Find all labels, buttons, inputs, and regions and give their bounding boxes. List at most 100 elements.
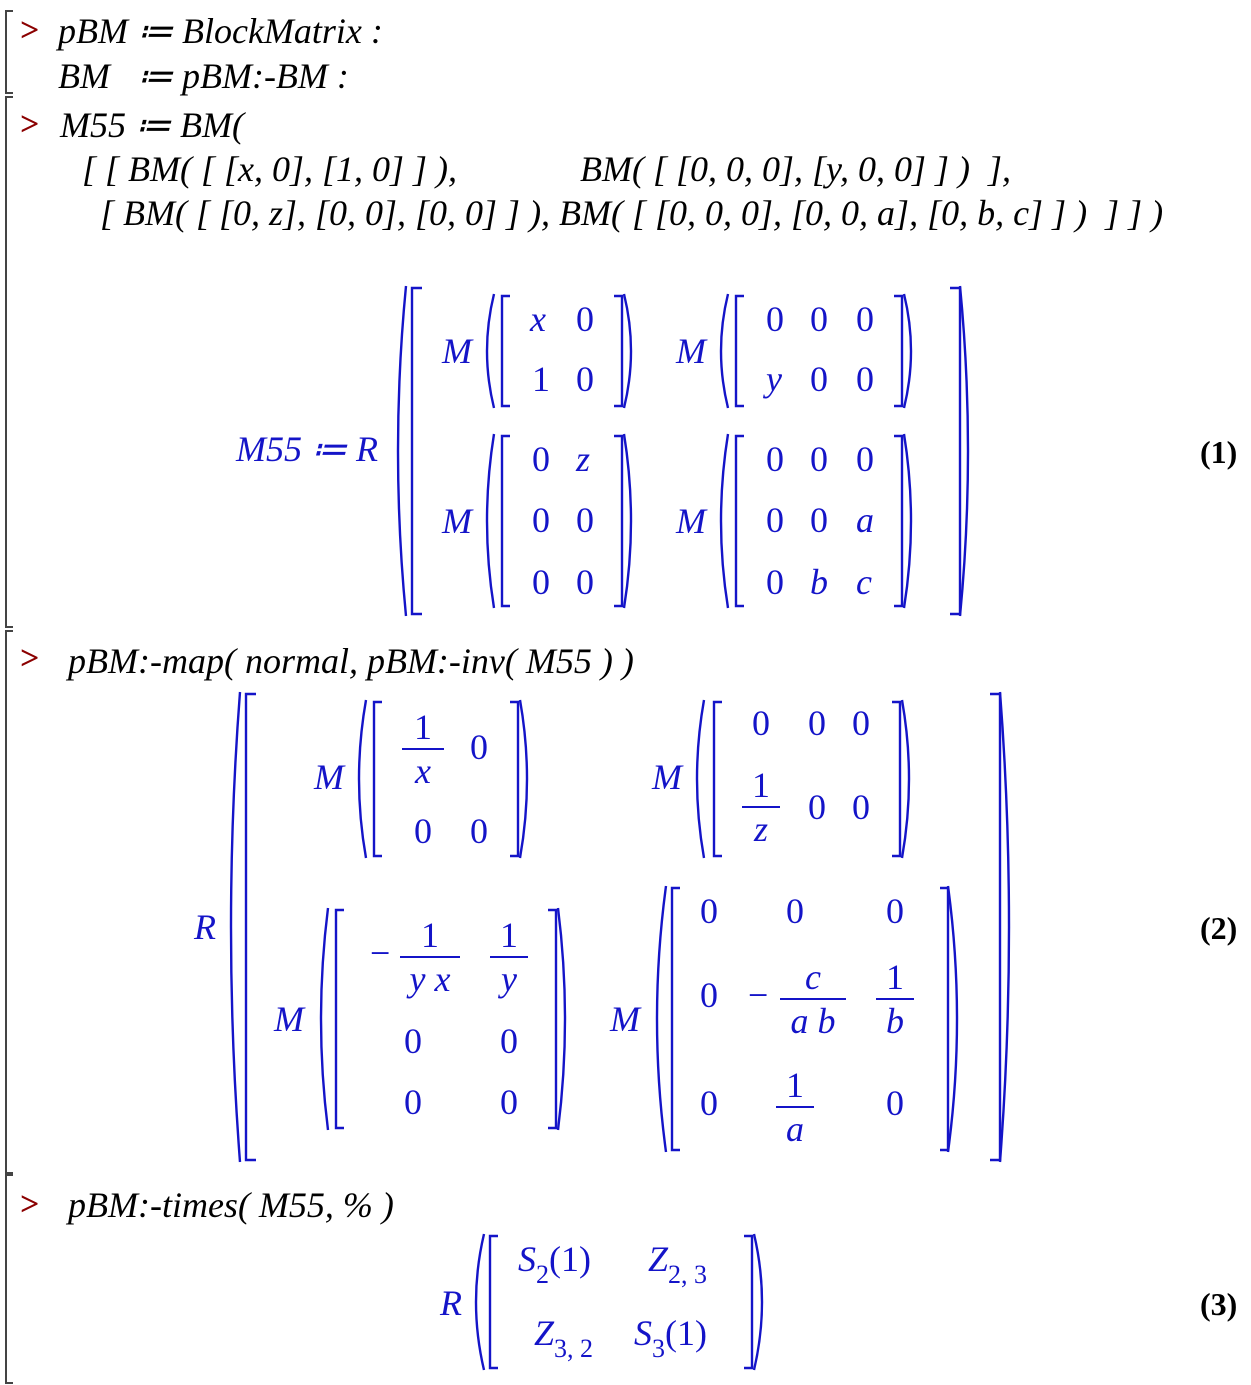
fraction: 1 a <box>776 1064 814 1150</box>
matrix-cell: y <box>766 359 782 399</box>
matrix-right-bracket <box>940 886 950 1152</box>
input-group-bracket <box>5 96 13 628</box>
block-matrix-label: M <box>676 501 706 541</box>
matrix-cell: 0 <box>856 359 874 399</box>
matrix-cell: 0 <box>500 1021 518 1061</box>
block-matrix-label: M <box>676 331 706 371</box>
matrix-cell: 0 <box>810 439 828 479</box>
Z-symbol: Z <box>534 1313 555 1353</box>
matrix-right-paren <box>622 433 633 609</box>
outer-right-bracket <box>990 692 1002 1162</box>
matrix-cell: 0 <box>532 439 550 479</box>
matrix-left-paren <box>485 433 496 609</box>
matrix-cell: 0 <box>886 891 904 931</box>
input-line[interactable]: M55 ≔ BM( <box>60 105 244 145</box>
matrix-cell: 0 <box>856 299 874 339</box>
matrix-left-bracket <box>372 700 382 858</box>
matrix-left-bracket <box>500 294 510 408</box>
matrix-right-bracket <box>614 294 624 408</box>
matrix-right-paren <box>556 907 567 1131</box>
outer-left-paren <box>229 691 242 1163</box>
fraction-numerator: 1 <box>786 1065 804 1105</box>
zero-block: Z3, 2 <box>534 1312 593 1363</box>
fraction-numerator: 1 <box>752 765 770 805</box>
matrix-left-bracket <box>734 434 744 608</box>
input-line[interactable]: [ BM( [ [0, z], [0, 0], [0, 0] ] ), BM( … <box>100 193 1164 233</box>
matrix-right-paren <box>518 699 529 859</box>
matrix-cell: 0 <box>810 500 828 540</box>
matrix-right-bracket <box>892 700 902 858</box>
input-prompt: > <box>20 1186 40 1223</box>
fraction-numerator: 1 <box>414 707 432 747</box>
matrix-cell: 0 <box>576 562 594 602</box>
fraction-numerator: 1 <box>500 915 518 955</box>
fraction-denominator: b <box>886 1001 904 1041</box>
matrix-cell: 0 <box>700 975 718 1015</box>
argument: (1) <box>665 1313 707 1353</box>
matrix-cell: a <box>856 500 874 540</box>
fraction-denominator: y <box>501 959 517 999</box>
subscript: 2 <box>536 1260 549 1289</box>
input-line[interactable]: BM( [ [0, 0, 0], [y, 0, 0] ] ) ], <box>580 149 1012 189</box>
outer-right-bracket <box>950 286 962 616</box>
matrix-cell: 0 <box>404 1021 422 1061</box>
block-matrix-label: M <box>652 757 682 797</box>
block-matrix-label: M <box>274 999 304 1039</box>
fraction-bar <box>400 956 460 958</box>
outer-right-paren <box>752 1233 764 1371</box>
matrix-cell: 0 <box>810 299 828 339</box>
S-symbol: S <box>518 1239 536 1279</box>
input-line[interactable]: pBM:-map( normal, pBM:-inv( M55 ) ) <box>68 641 634 681</box>
input-prompt: > <box>20 12 40 49</box>
fraction-denominator: z <box>753 809 768 849</box>
fraction: 1 y x <box>400 914 460 1000</box>
outer-left-bracket <box>488 1234 498 1370</box>
matrix-left-paren <box>319 907 330 1131</box>
fraction-numerator: 1 <box>886 957 904 997</box>
fraction: 1 z <box>742 764 780 850</box>
input-line[interactable]: [ [ BM( [ [x, 0], [1, 0] ] ), <box>82 149 458 189</box>
matrix-right-paren <box>902 433 913 609</box>
matrix-right-bracket <box>894 294 904 408</box>
matrix-left-paren <box>485 293 496 409</box>
fraction: 1 b <box>876 956 914 1042</box>
input-line[interactable]: pBM ≔ BlockMatrix : <box>58 11 383 51</box>
fraction-denominator: y x <box>409 959 451 999</box>
matrix-cell: 0 <box>532 562 550 602</box>
matrix-left-paren <box>695 699 706 859</box>
fraction-bar <box>402 748 444 750</box>
result-R: R <box>440 1283 462 1323</box>
input-line[interactable]: BM ≔ pBM:-BM : <box>58 56 349 96</box>
fraction: 1 y <box>490 914 528 1000</box>
matrix-cell: 1 <box>532 359 550 399</box>
matrix-cell: 0 <box>856 439 874 479</box>
matrix-right-paren <box>946 885 959 1153</box>
outer-left-bracket <box>410 286 422 616</box>
matrix-cell: 0 <box>576 500 594 540</box>
fraction-bar <box>876 998 914 1000</box>
input-prompt: > <box>20 106 40 143</box>
matrix-cell: 0 <box>700 891 718 931</box>
outer-right-paren <box>958 285 970 617</box>
Z-symbol: Z <box>648 1239 669 1279</box>
matrix-left-bracket <box>670 886 680 1152</box>
input-line[interactable]: pBM:-times( M55, % ) <box>68 1185 394 1225</box>
fraction-denominator: a <box>786 1109 804 1149</box>
matrix-cell: 0 <box>766 439 784 479</box>
matrix-left-bracket <box>734 294 744 408</box>
matrix-cell: x <box>530 299 546 339</box>
S-symbol: S <box>634 1313 652 1353</box>
matrix-right-bracket <box>614 434 624 608</box>
matrix-cell: b <box>810 562 828 602</box>
matrix-cell: 0 <box>404 1082 422 1122</box>
matrix-left-paren <box>357 699 368 859</box>
subscript: 3 <box>652 1334 665 1363</box>
outer-right-paren <box>998 691 1011 1163</box>
matrix-cell: 0 <box>414 811 432 851</box>
matrix-cell: c <box>856 562 872 602</box>
subscript: 2, 3 <box>668 1260 708 1289</box>
result-R: R <box>194 907 216 947</box>
matrix-right-paren <box>902 293 913 409</box>
fraction-denominator: a b <box>790 1001 836 1041</box>
block-matrix-label: M <box>610 999 640 1039</box>
